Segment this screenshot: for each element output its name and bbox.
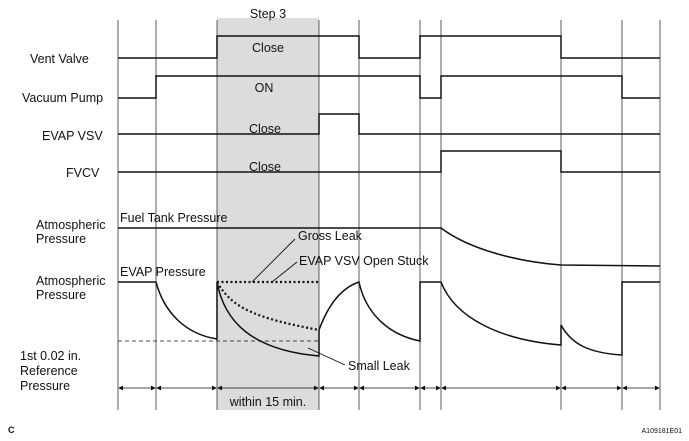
evap-vsv-waveform — [118, 113, 660, 135]
vent-valve-label: Vent Valve — [30, 52, 89, 66]
evap-vsv-open-stuck-label: EVAP VSV Open Stuck — [299, 254, 429, 268]
evap-pressure-curve — [118, 281, 660, 357]
step3-shaded-region — [217, 18, 319, 410]
fuel-tank-pressure-label: Fuel Tank Pressure — [120, 211, 228, 225]
step-label: Step 3 — [250, 7, 286, 21]
vacuum-pump-label: Vacuum Pump — [22, 91, 103, 105]
small-leak-dotted-curve — [216, 281, 320, 332]
vacuum-pump-state: ON — [255, 81, 274, 95]
reference-pressure-label-1: 1st 0.02 in. — [20, 349, 81, 363]
reference-pressure-label-2: Reference — [20, 364, 78, 378]
atmospheric-pressure-label-2: Atmospheric — [36, 274, 105, 288]
fuel-tank-pressure-curve — [118, 227, 661, 267]
atmospheric-pressure-label-1: Atmospheric — [36, 218, 105, 232]
fvcv-state: Close — [249, 160, 281, 174]
evap-vsv-state: Close — [249, 122, 281, 136]
gross-leak-leader — [251, 238, 296, 283]
vacuum-pump-waveform — [118, 75, 660, 99]
atmospheric-pressure-label-1b: Pressure — [36, 232, 86, 246]
small-leak-leader — [307, 347, 346, 366]
figure-id: A109181E01 — [642, 428, 683, 435]
evap-vsv-open-stuck-leader — [271, 261, 298, 283]
duration-label: within 15 min. — [229, 395, 306, 409]
small-leak-label: Small Leak — [348, 359, 411, 373]
atmospheric-pressure-label-2b: Pressure — [36, 288, 86, 302]
fvcv-label: FVCV — [66, 166, 100, 180]
vent-valve-waveform — [118, 35, 660, 59]
evap-vsv-label: EVAP VSV — [42, 129, 103, 143]
gross-leak-label: Gross Leak — [298, 229, 363, 243]
corner-label: C — [8, 425, 15, 435]
evap-pressure-label: EVAP Pressure — [120, 265, 206, 279]
vent-valve-state: Close — [252, 41, 284, 55]
fvcv-waveform — [118, 150, 660, 173]
reference-pressure-label-3: Pressure — [20, 379, 70, 393]
